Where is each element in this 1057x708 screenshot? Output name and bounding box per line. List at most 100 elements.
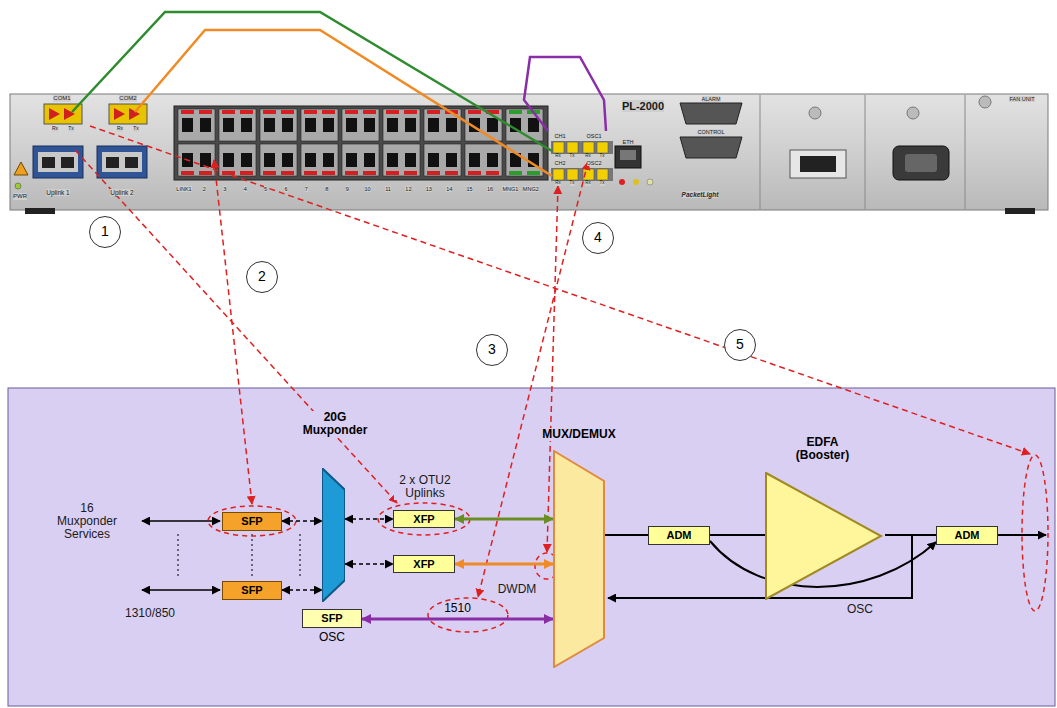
connector: [282, 520, 322, 522]
panel-label: ETH: [623, 139, 634, 145]
panel-label: PWR: [13, 193, 27, 200]
diagram-label: DWDM: [498, 583, 537, 596]
connector: [885, 534, 936, 536]
uplink-hole: [42, 157, 55, 168]
diagram-label: OSC: [847, 603, 873, 616]
panel-label: 4: [244, 186, 247, 192]
muxponder-outline: [322, 468, 345, 602]
uplink-hole: [125, 157, 138, 168]
eth-slot: [620, 150, 636, 160]
panel-label: 10: [365, 186, 371, 192]
port-hole: [364, 153, 375, 167]
sfp-port: [424, 144, 461, 176]
box-label: SFP: [241, 584, 262, 596]
panel-divider: [965, 95, 966, 209]
sfp-port: [383, 109, 420, 141]
panel-label: 12: [405, 186, 411, 192]
rack-foot: [25, 208, 55, 214]
uplink-hole: [61, 157, 74, 168]
connector: [345, 518, 393, 520]
diagram-label: 2 x OTU2 Uplinks: [394, 474, 456, 500]
port-hole: [223, 118, 234, 132]
callout-number: 5: [724, 329, 756, 361]
box-label: ADM: [954, 529, 979, 541]
node-heading: 20G Muxponder: [295, 411, 375, 437]
edfa-triangle: EDFA (Booster): [755, 436, 890, 602]
ch-port: [553, 142, 564, 153]
panel-label: 8: [325, 186, 328, 192]
port-clip: [404, 171, 417, 175]
port-clip: [486, 171, 499, 175]
panel-label: 7: [305, 186, 308, 192]
callout-number: 4: [582, 222, 614, 254]
port-hole: [264, 118, 275, 132]
port-clip: [181, 171, 194, 175]
callout-number: 3: [476, 334, 508, 366]
uplink-hole: [106, 157, 119, 168]
port-hole: [200, 153, 211, 167]
service-arrow: [142, 520, 220, 522]
panel-label: Uplink 1: [46, 189, 69, 196]
diagram-ground: [8, 388, 1055, 706]
diagram-label: 1310/850: [125, 607, 175, 620]
edfa-triangle-shape: [766, 473, 881, 599]
port-hole: [405, 118, 416, 132]
mux-demux-shape: [554, 451, 604, 667]
port-clip: [509, 171, 522, 175]
osc-sfp-box: SFP: [302, 609, 362, 628]
panel-divider: [760, 95, 761, 209]
ch-port: [567, 142, 578, 153]
panel-label: ALARM: [702, 96, 721, 102]
port-clip: [468, 110, 481, 114]
port-hole: [241, 118, 252, 132]
connector: [362, 618, 553, 621]
port-clip: [386, 110, 399, 114]
panel-label: Rx: [52, 126, 58, 132]
led: [619, 179, 625, 185]
port-clip: [181, 110, 194, 114]
panel-label: Rx: [585, 154, 591, 159]
port-clip: [281, 110, 294, 114]
connector: [345, 563, 393, 565]
box-label: SFP: [241, 515, 262, 527]
power-connector: [790, 150, 846, 178]
sfp-port: [301, 144, 338, 176]
sfp-port: [260, 109, 297, 141]
sfp-port: [342, 144, 379, 176]
connector: [282, 589, 322, 591]
sfp-port: [260, 144, 297, 176]
port-clip: [386, 171, 399, 175]
node-heading: MUX/DEMUX: [529, 428, 629, 441]
callout-number: 2: [246, 261, 278, 293]
xfp-box: XFP: [393, 510, 455, 528]
port-clip: [304, 171, 317, 175]
panel-label: PacketLight: [682, 191, 719, 198]
sfp-box: SFP: [222, 581, 282, 600]
port-hole: [446, 153, 457, 167]
panel-label: Tx: [68, 126, 74, 132]
port-hole: [405, 153, 416, 167]
sfp-port: [219, 144, 256, 176]
screw: [809, 107, 821, 119]
ch-port-frame: [551, 168, 613, 181]
alarm-connector: [680, 103, 742, 124]
ch-port-frame: [551, 141, 613, 154]
box-label: XFP: [413, 558, 434, 570]
edge-label: 1510: [442, 602, 473, 615]
port-hole: [487, 153, 498, 167]
panel-label: Uplink 2: [110, 189, 133, 196]
panel-label: Rx: [117, 126, 123, 132]
sfp-port: [301, 109, 338, 141]
panel-label: 15: [467, 186, 473, 192]
panel-label: CH2: [554, 160, 565, 166]
port-clip: [199, 171, 212, 175]
port-clip: [363, 110, 376, 114]
leader-line: [90, 126, 1030, 454]
output-arrow: [998, 534, 1046, 536]
control-connector: [680, 137, 742, 158]
port-hole: [323, 153, 334, 167]
connector: [605, 534, 648, 536]
port-block: [174, 106, 548, 180]
